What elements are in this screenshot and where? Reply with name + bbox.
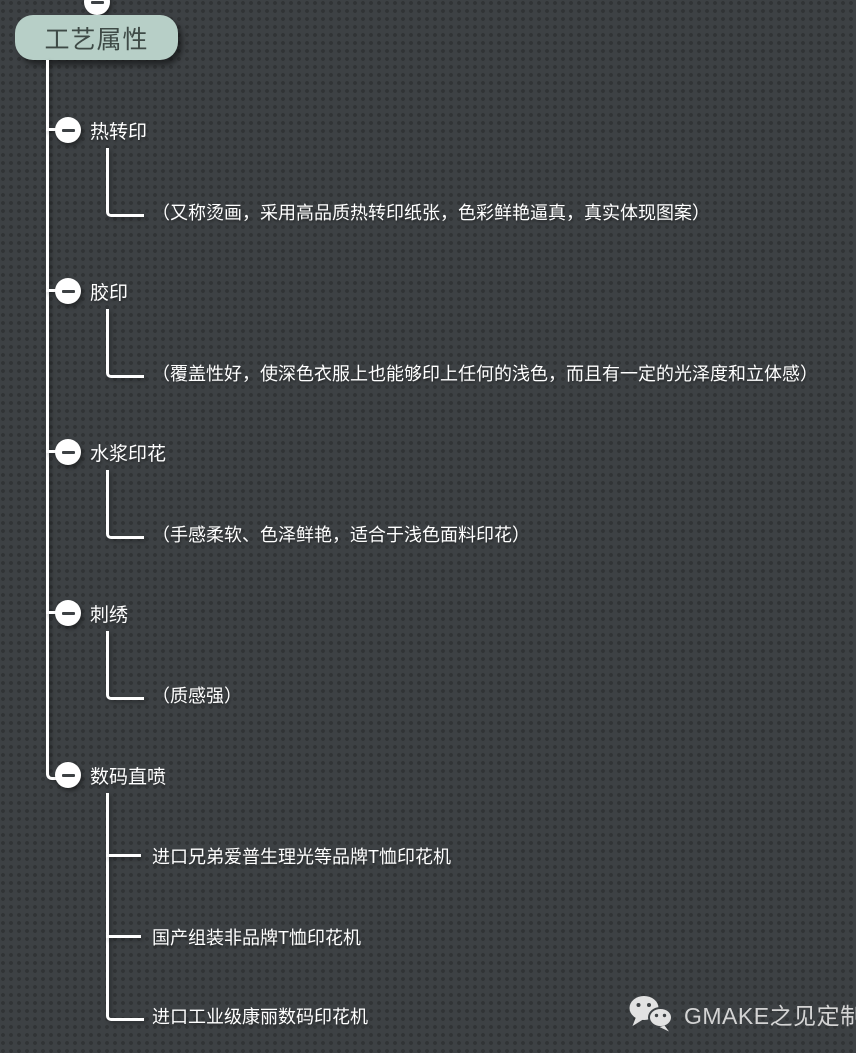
description-label[interactable]: （手感柔软、色泽鲜艳，适合于浅色面料印花） bbox=[152, 525, 530, 545]
root-node[interactable]: 工艺属性 bbox=[15, 15, 178, 60]
collapse-minus-icon[interactable] bbox=[55, 762, 81, 788]
child-connector bbox=[106, 793, 144, 1021]
branch-connector bbox=[46, 128, 58, 131]
watermark-label: GMAKE之见定制 bbox=[684, 1002, 856, 1029]
description-label[interactable]: （质感强） bbox=[152, 686, 242, 706]
child-connector bbox=[106, 854, 141, 857]
branch-connector bbox=[46, 611, 58, 614]
minus-glyph bbox=[61, 289, 75, 293]
child-label-brand-machines[interactable]: 进口兄弟爱普生理光等品牌T恤印花机 bbox=[152, 847, 451, 867]
description-label[interactable]: （又称烫画，采用高品质热转印纸张，色彩鲜艳逼真，真实体现图案） bbox=[152, 203, 710, 223]
tree-trunk-line bbox=[46, 60, 61, 780]
branch-label-water-paste[interactable]: 水浆印花 bbox=[90, 443, 167, 465]
minus-glyph bbox=[61, 611, 75, 615]
description-label[interactable]: （覆盖性好，使深色衣服上也能够印上任何的浅色，而且有一定的光泽度和立体感） bbox=[152, 364, 818, 384]
watermark: GMAKE之见定制 bbox=[628, 995, 856, 1032]
child-connector bbox=[106, 148, 144, 217]
branch-label-heat-transfer[interactable]: 热转印 bbox=[90, 121, 148, 143]
child-label-industrial-machines[interactable]: 进口工业级康丽数码印花机 bbox=[152, 1007, 368, 1027]
child-connector bbox=[106, 631, 144, 700]
branch-connector bbox=[46, 289, 58, 292]
branch-label-embroidery[interactable]: 刺绣 bbox=[90, 604, 129, 626]
minus-glyph bbox=[61, 128, 75, 132]
branch-label-offset-print[interactable]: 胶印 bbox=[90, 282, 129, 304]
minus-glyph bbox=[90, 0, 104, 4]
collapse-minus-icon[interactable] bbox=[55, 439, 81, 465]
root-node-label: 工艺属性 bbox=[44, 25, 149, 54]
collapse-minus-icon[interactable] bbox=[55, 117, 81, 143]
wechat-logo-icon bbox=[628, 995, 674, 1032]
minus-glyph bbox=[61, 450, 75, 454]
branch-label-digital-print[interactable]: 数码直喷 bbox=[90, 766, 167, 788]
child-connector bbox=[106, 470, 144, 539]
child-label-nonbrand-machines[interactable]: 国产组装非品牌T恤印花机 bbox=[152, 928, 361, 948]
branch-connector bbox=[46, 450, 58, 453]
root-collapse-minus-icon[interactable] bbox=[84, 0, 110, 15]
minus-glyph bbox=[61, 773, 75, 777]
child-connector bbox=[106, 309, 144, 378]
collapse-minus-icon[interactable] bbox=[55, 600, 81, 626]
child-connector bbox=[106, 935, 141, 938]
collapse-minus-icon[interactable] bbox=[55, 278, 81, 304]
